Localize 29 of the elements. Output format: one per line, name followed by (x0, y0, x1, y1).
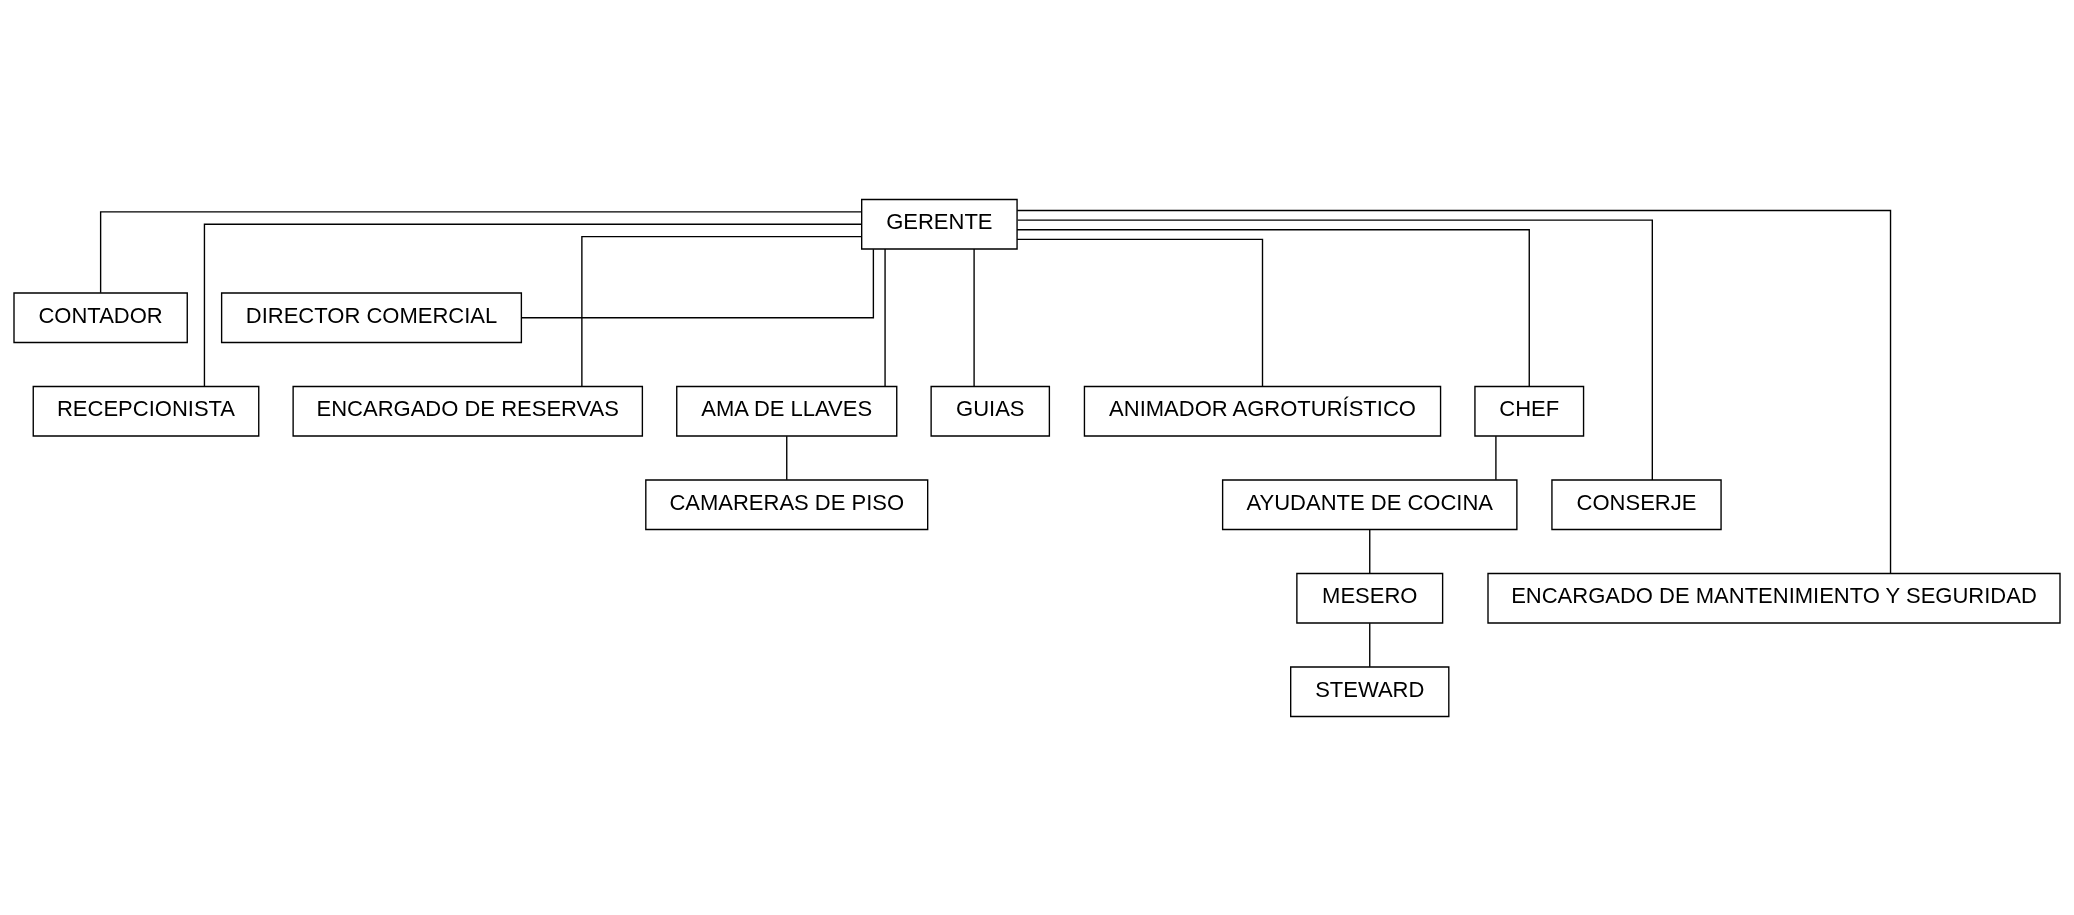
node-box: ENCARGADO DE MANTENIMIENTO Y SEGURIDAD (1487, 572, 2061, 624)
node-box: AYUDANTE DE COCINA (1221, 478, 1518, 530)
node-box: CONSERJE (1551, 478, 1722, 530)
node-box: CAMARERAS DE PISO (645, 478, 929, 530)
connector (99, 210, 863, 293)
node-box: AMA DE LLAVES (676, 385, 898, 437)
node-box: DIRECTOR COMERCIAL (220, 291, 523, 343)
connector (520, 248, 875, 318)
connector (1369, 622, 1371, 667)
node-box: ENCARGADO DE RESERVAS (292, 385, 644, 437)
node-box: RECEPCIONISTA (32, 385, 260, 437)
connector (786, 435, 788, 480)
connector (581, 235, 863, 387)
node-box: GUIAS (930, 385, 1051, 437)
connector (1016, 209, 1892, 574)
node-box: MESERO (1296, 572, 1444, 624)
node-box: ANIMADOR AGROTURÍSTICO (1083, 385, 1442, 437)
connector (1495, 435, 1497, 480)
connector (1016, 238, 1264, 387)
node-box: GERENTE (861, 198, 1018, 250)
connector (884, 247, 886, 387)
node-box: STEWARD (1290, 665, 1450, 717)
connector (973, 247, 975, 387)
connector (1369, 528, 1371, 574)
connector (203, 223, 863, 387)
node-box: CONTADOR (13, 291, 188, 343)
connector (1017, 218, 1653, 481)
connector (1016, 228, 1530, 387)
node-box: CHEF (1474, 385, 1585, 437)
